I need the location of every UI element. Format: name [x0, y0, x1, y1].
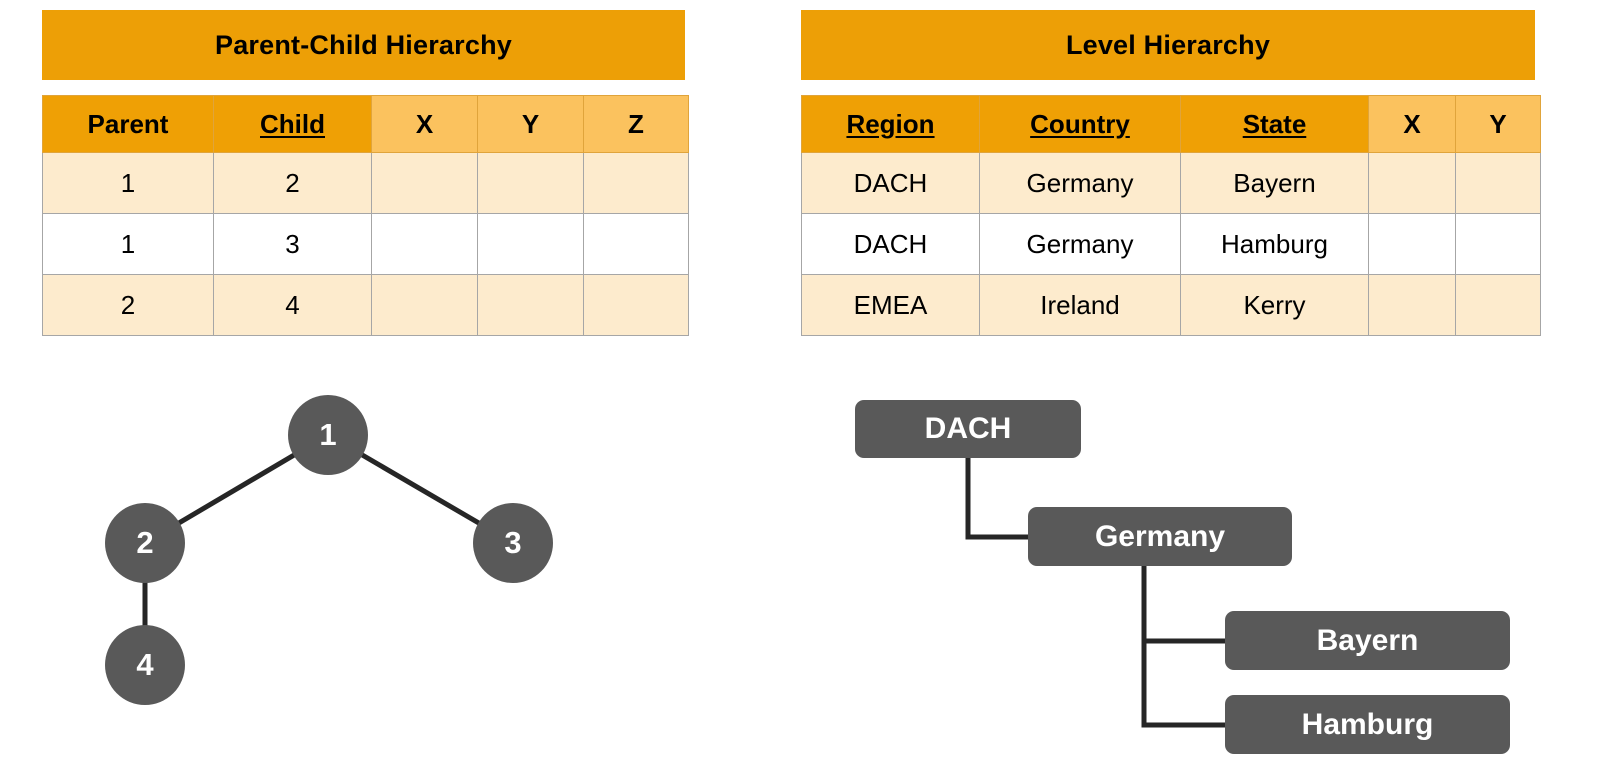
column-header-parent[interactable]: Parent — [42, 95, 214, 153]
graph-node-label: 2 — [136, 525, 154, 560]
parent-child-table: Parent Child X Y Z 1 2 1 3 — [42, 95, 689, 336]
cell-parent: 2 — [42, 274, 214, 336]
graph-node-4[interactable]: 4 — [105, 625, 185, 705]
cell-child: 2 — [213, 152, 372, 214]
column-header-y[interactable]: Y — [1455, 95, 1541, 153]
column-header-label: Y — [1489, 108, 1507, 139]
column-header-country[interactable]: Country — [979, 95, 1181, 153]
graph-node-label: 1 — [319, 417, 337, 452]
level-hierarchy-title: Level Hierarchy — [801, 10, 1535, 80]
level-hierarchy-table-block: Level Hierarchy Region Country State X Y… — [801, 10, 1541, 336]
tree-node-dach[interactable]: DACH — [855, 400, 1081, 458]
connector-germany-hamburg — [1141, 566, 1228, 728]
column-header-x[interactable]: X — [371, 95, 478, 153]
cell-state: Kerry — [1180, 274, 1369, 336]
column-header-child[interactable]: Child — [213, 95, 372, 153]
column-header-label: Child — [260, 108, 325, 139]
graph-node-1[interactable]: 1 — [288, 395, 368, 475]
tree-node-germany[interactable]: Germany — [1028, 507, 1292, 566]
table-row[interactable]: DACH Germany Bayern — [801, 152, 1541, 214]
cell-region: DACH — [801, 152, 980, 214]
cell-parent: 1 — [42, 152, 214, 214]
connector-dach-germany — [965, 458, 1030, 540]
cell-x — [1368, 213, 1456, 275]
cell-z — [583, 213, 689, 275]
graph-node-label: 3 — [504, 525, 522, 560]
column-header-label: Parent — [87, 108, 169, 139]
column-header-label: Country — [1030, 108, 1130, 139]
cell-child: 3 — [213, 213, 372, 275]
cell-region: EMEA — [801, 274, 980, 336]
column-header-x[interactable]: X — [1368, 95, 1456, 153]
table-header-row: Parent Child X Y Z — [42, 95, 689, 153]
graph-node-2[interactable]: 2 — [105, 503, 185, 583]
table-row[interactable]: 2 4 — [42, 274, 689, 336]
cell-x — [371, 274, 478, 336]
connector-germany-bayern — [1141, 566, 1228, 644]
tree-node-bayern[interactable]: Bayern — [1225, 611, 1510, 670]
tree-node-label: Germany — [1094, 519, 1226, 553]
column-header-z[interactable]: Z — [583, 95, 689, 153]
column-header-label: Y — [521, 108, 540, 139]
cell-state: Hamburg — [1180, 213, 1369, 275]
cell-y — [1455, 274, 1541, 336]
cell-y — [477, 152, 584, 214]
cell-country: Germany — [979, 213, 1181, 275]
tree-node-hamburg[interactable]: Hamburg — [1225, 695, 1510, 754]
graph-node-3[interactable]: 3 — [473, 503, 553, 583]
table-row[interactable]: EMEA Ireland Kerry — [801, 274, 1541, 336]
column-header-label: State — [1242, 108, 1307, 139]
graph-node-label: 4 — [136, 647, 154, 682]
cell-y — [477, 213, 584, 275]
cell-country: Ireland — [979, 274, 1181, 336]
cell-child: 4 — [213, 274, 372, 336]
cell-z — [583, 274, 689, 336]
cell-y — [1455, 213, 1541, 275]
parent-child-table-block: Parent-Child Hierarchy Parent Child X Y … — [42, 10, 689, 336]
cell-country: Germany — [979, 152, 1181, 214]
table-header-row: Region Country State X Y — [801, 95, 1541, 153]
cell-x — [1368, 274, 1456, 336]
table-row[interactable]: DACH Germany Hamburg — [801, 213, 1541, 275]
parent-child-title: Parent-Child Hierarchy — [42, 10, 685, 80]
column-header-state[interactable]: State — [1180, 95, 1369, 153]
column-header-y[interactable]: Y — [477, 95, 584, 153]
cell-y — [1455, 152, 1541, 214]
tree-node-label: Bayern — [1316, 623, 1419, 657]
cell-z — [583, 152, 689, 214]
tree-node-label: DACH — [924, 412, 1012, 445]
cell-x — [371, 213, 478, 275]
cell-state: Bayern — [1180, 152, 1369, 214]
table-row[interactable]: 1 3 — [42, 213, 689, 275]
cell-region: DACH — [801, 213, 980, 275]
cell-parent: 1 — [42, 213, 214, 275]
column-header-region[interactable]: Region — [801, 95, 980, 153]
cell-x — [371, 152, 478, 214]
column-header-label: Z — [628, 108, 644, 139]
cell-y — [477, 274, 584, 336]
tree-node-label: Hamburg — [1301, 707, 1434, 741]
cell-x — [1368, 152, 1456, 214]
column-header-label: X — [1403, 108, 1421, 139]
level-hierarchy-table: Region Country State X Y DACH Germany Ba… — [801, 95, 1541, 336]
column-header-label: Region — [846, 108, 935, 139]
table-row[interactable]: 1 2 — [42, 152, 689, 214]
column-header-label: X — [415, 108, 434, 139]
